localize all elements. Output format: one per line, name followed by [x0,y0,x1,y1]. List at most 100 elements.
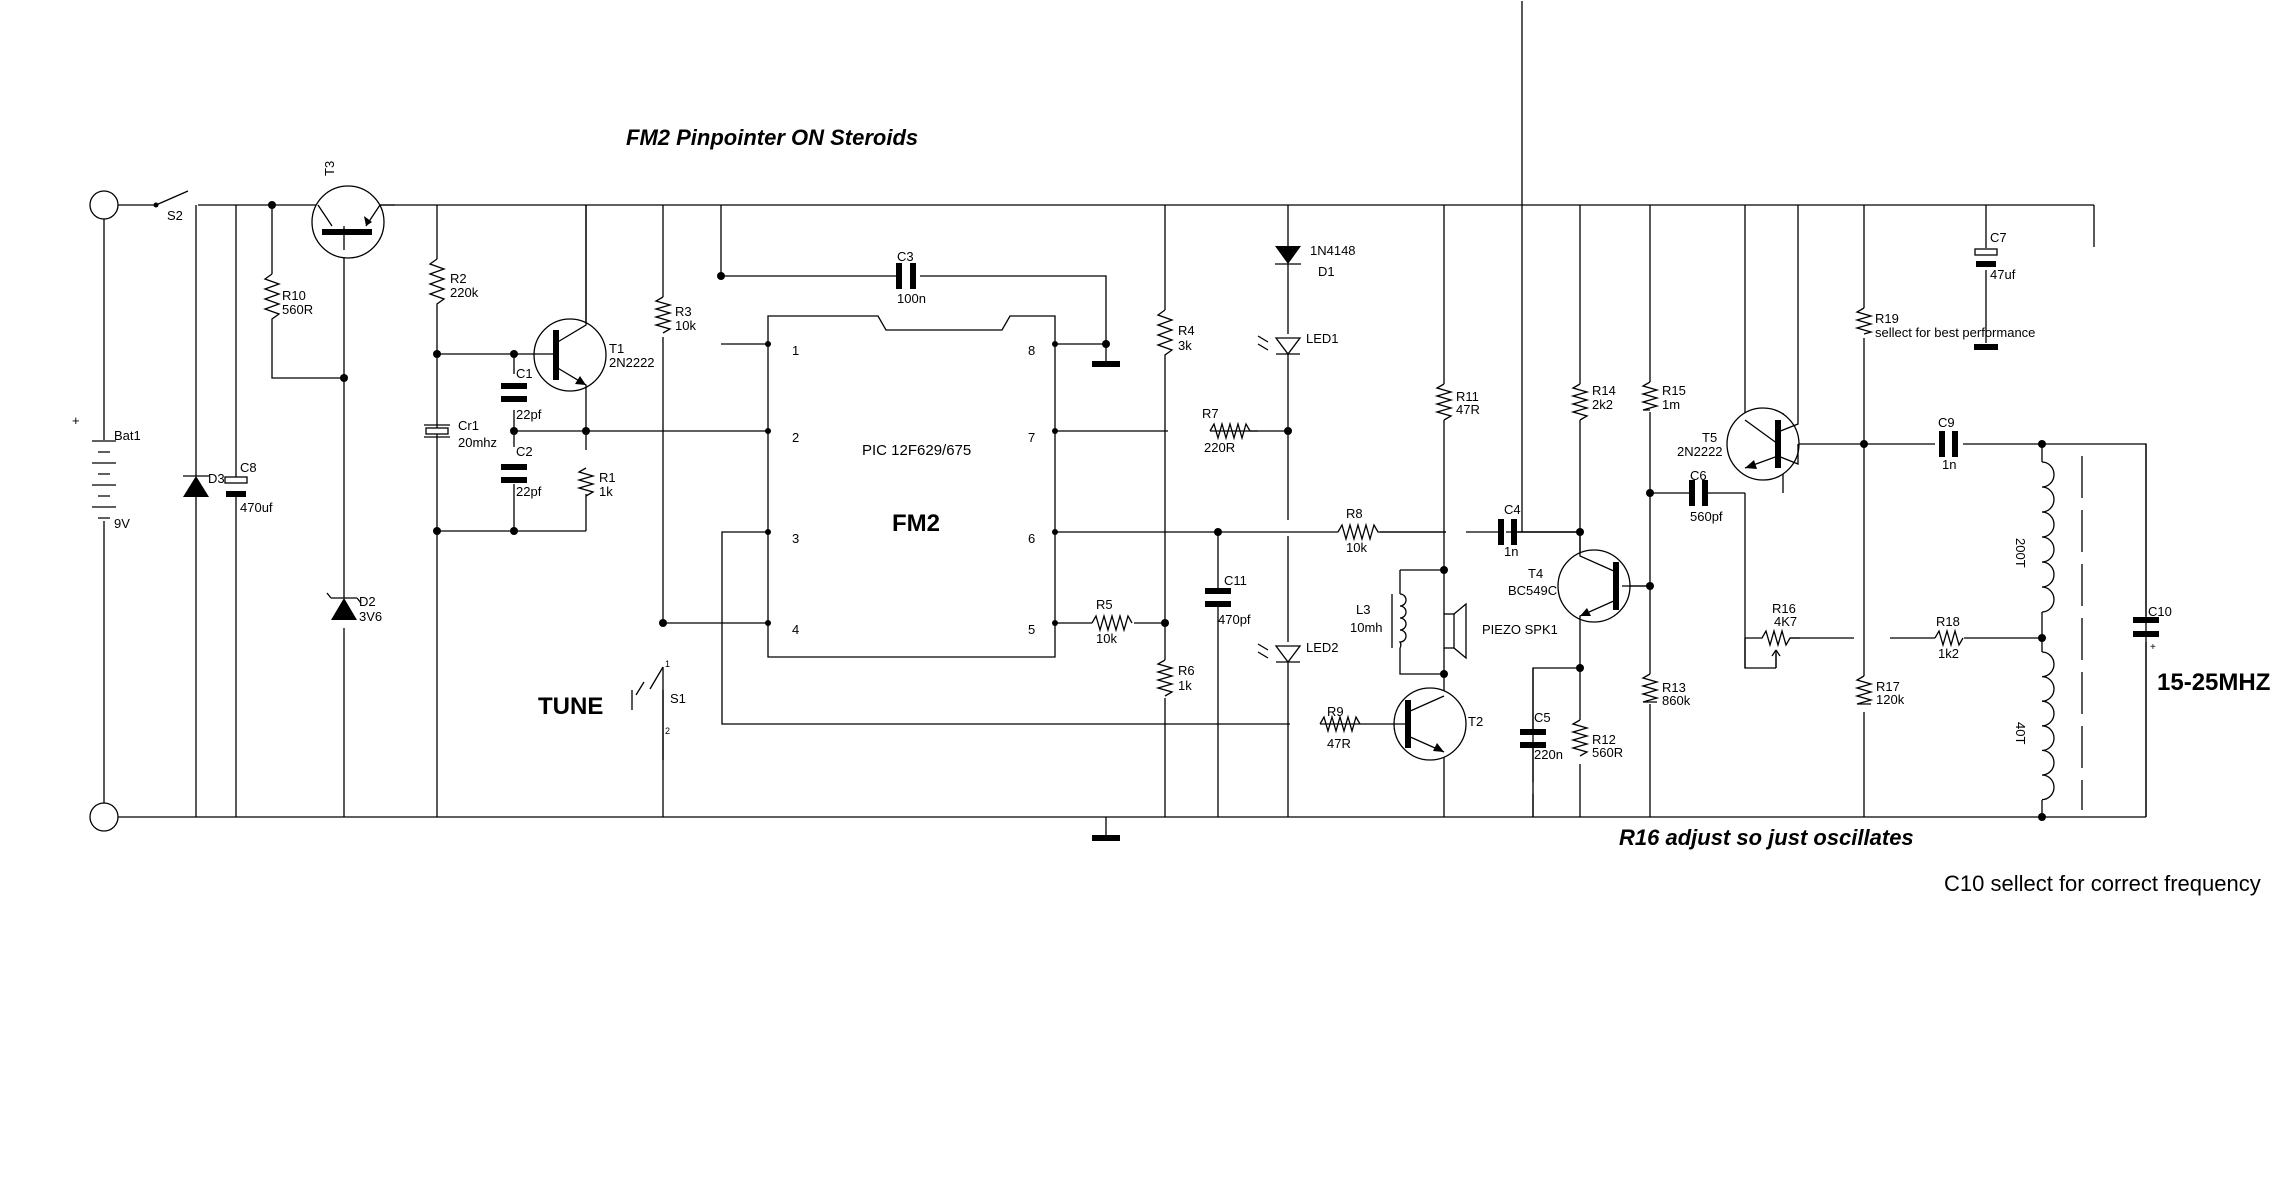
c4-ref: C4 [1504,502,1521,517]
r13-value: 860k [1662,693,1691,708]
r17-ref: R17 [1876,679,1900,694]
crystal-cr1: Cr1 20mhz [424,418,497,450]
s1-ref: S1 [670,691,686,706]
cr1-value: 20mhz [458,435,497,450]
switch-s1: 1 2 S1 [631,659,686,736]
c6-ref: C6 [1690,468,1707,483]
capacitor-c3: C3 100n [896,249,926,306]
junction-dots [268,201,2046,821]
ic-pin-4: 4 [792,622,799,637]
transistor-t4: T4 BC549C [1508,532,1650,668]
r4-ref: R4 [1178,323,1195,338]
spk-ref: PIEZO SPK1 [1482,622,1558,637]
s1-pin1: 1 [665,659,670,669]
resistor-r9: R9 47R [1319,704,1361,751]
s1-pin2: 2 [665,726,670,736]
led-led1: LED1 [1257,331,1339,356]
c5-value: 220n [1534,747,1563,762]
terminal-bottom [89,802,119,832]
coil-top-label: 200T [2013,538,2028,568]
r5-ref: R5 [1096,597,1113,612]
resistor-r2: R2 220k [428,258,479,306]
resistor-r6: R6 1k [1155,659,1195,697]
r6-value: 1k [1178,678,1192,693]
resistor-r13: R13 860k [1640,673,1691,708]
t4-value: BC549C [1508,583,1557,598]
t1-ref: T1 [609,341,624,356]
led2-ref: LED2 [1306,640,1339,655]
c6-value: 560pf [1690,509,1723,524]
c10-plus: + [2150,642,2156,653]
capacitor-c8: C8 470uf [224,460,273,515]
c5-ref: C5 [1534,710,1551,725]
inductor-coil-40t: 40T [2013,651,2055,801]
r15-value: 1m [1662,397,1680,412]
t3-ref: T3 [322,161,337,176]
capacitor-c1 [501,383,527,402]
resistor-r11: R11 47R [1434,383,1480,421]
led1-ref: LED1 [1306,331,1339,346]
ic-pic12f629: 1 2 3 4 5 6 7 8 PIC 12F629/675 FM2 [767,315,1056,658]
t5-ref: T5 [1702,430,1717,445]
capacitor-c4: C4 1n [1498,502,1521,559]
ic-pin-6: 6 [1028,531,1035,546]
transistor-t1: T1 2N2222 [514,205,655,431]
c4-value: 1n [1504,544,1518,559]
r9-value: 47R [1327,736,1351,751]
c11-value: 470pf [1218,612,1251,627]
r3-ref: R3 [675,304,692,319]
d2-value: 3V6 [359,609,382,624]
c2-ref: C2 [516,444,533,459]
capacitor-c11: C11 470pf [1205,573,1251,627]
capacitor-c7: C7 47uf [1974,230,2016,350]
resistor-r8: R8 10k [1337,506,1490,555]
c9-value: 1n [1942,457,1956,472]
ic-part-number: PIC 12F629/675 [862,442,971,459]
page-title: FM2 Pinpointer ON Steroids [626,125,918,150]
battery-bat1: + Bat1 9V [72,413,141,531]
r12-ref: R12 [1592,732,1616,747]
t5-value: 2N2222 [1677,444,1723,459]
r11-value: 47R [1456,402,1480,417]
wiring [103,1,2147,818]
t1-value: 2N2222 [609,355,655,370]
resistor-r14: R14 2k2 [1570,383,1616,421]
resistor-r15: R15 1m [1640,381,1686,412]
resistor-r1: R1 1k [576,467,616,499]
d3-ref: D3 [208,471,225,486]
diode-d3: D3 [183,471,225,497]
r16-note: R16 adjust so just oscillates [1619,825,1914,850]
r16-value: 4K7 [1774,614,1797,629]
r17-value: 120k [1876,692,1905,707]
resistor-r7: R7 220R [1202,406,1258,455]
c10-ref: C10 [2148,604,2172,619]
c10-note: C10 sellect for correct frequency [1944,871,2261,896]
resistor-r19: R19 sellect for best performance [1854,307,2035,340]
c7-ref: C7 [1990,230,2007,245]
coil-bot-label: 40T [2013,722,2028,744]
r9-ref: R9 [1327,704,1344,719]
l3-ref: L3 [1356,602,1370,617]
r7-ref: R7 [1202,406,1219,421]
resistor-r3: R3 10k [653,296,696,334]
resistor-r12: R12 560R [1570,719,1623,760]
ic-name: FM2 [892,510,940,537]
t4-ref: T4 [1528,566,1543,581]
r18-ref: R18 [1936,614,1960,629]
transistor-t2: T2 [1358,687,1483,761]
capacitor-c5: C5 220n [1520,668,1563,817]
r6-ref: R6 [1178,663,1195,678]
switch-s2: S2 [153,190,189,223]
ic-pin-7: 7 [1028,430,1035,445]
r19-value: sellect for best performance [1875,325,2035,340]
c3-value: 100n [897,291,926,306]
r14-ref: R14 [1592,383,1616,398]
capacitor-c9: C9 1n [1938,415,1958,472]
r8-value: 10k [1346,540,1367,555]
transistor-t5: T5 2N2222 [1677,205,1800,481]
transistor-t3: T3 [311,161,385,259]
diode-d2: D2 3V6 [326,592,382,624]
capacitor-c10: C10 + [2133,604,2172,653]
r10-value: 560R [282,302,313,317]
